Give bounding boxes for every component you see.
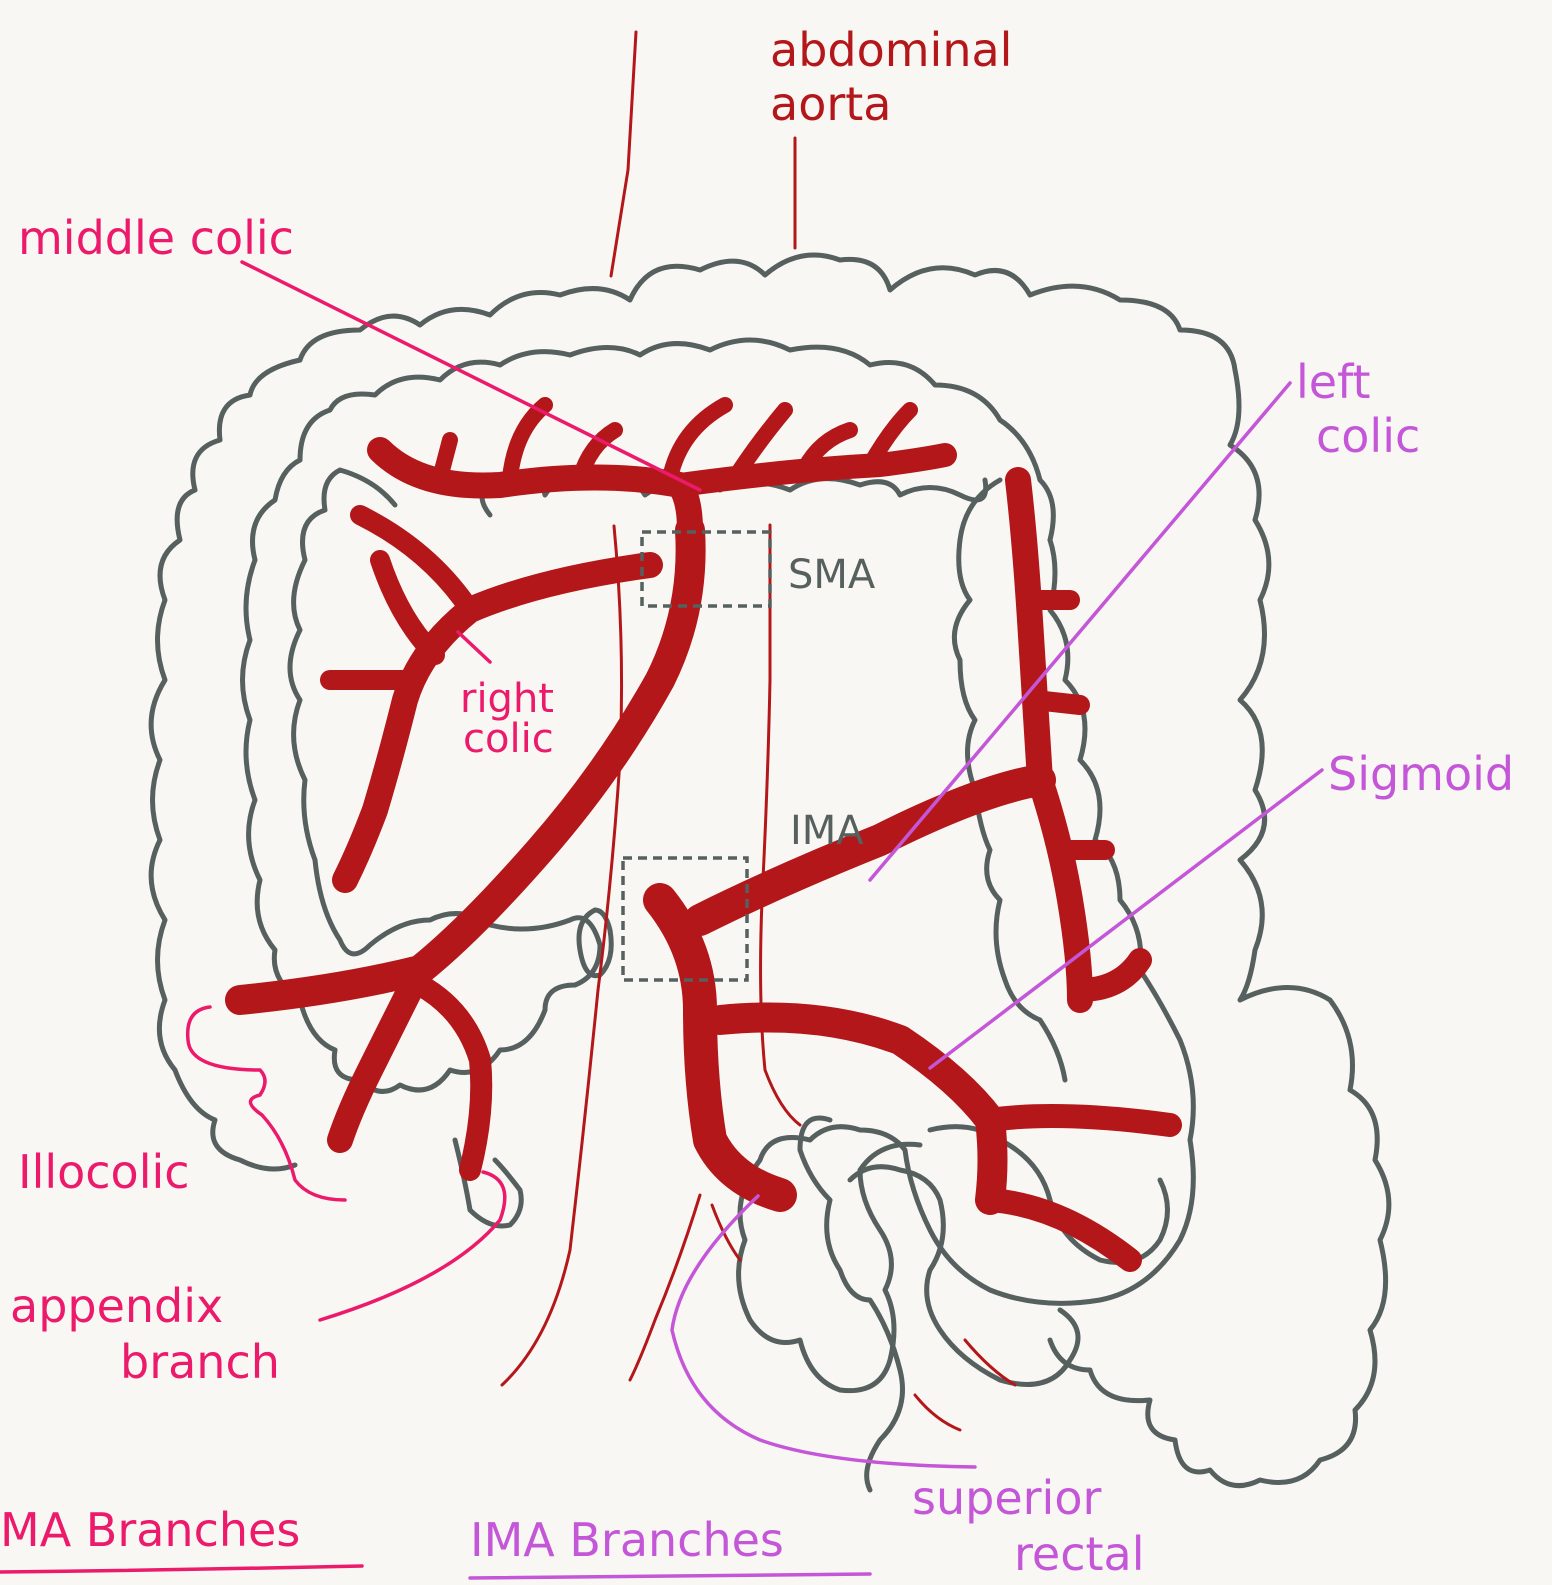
superior-rectal-thin-2 xyxy=(712,1205,740,1260)
heading-sma-branches: MA Branches xyxy=(0,1503,300,1557)
superior-rectal-thin-1 xyxy=(630,1195,700,1380)
label-superior-rectal-line2: rectal xyxy=(1014,1527,1145,1581)
superior-rectal-thin-4 xyxy=(915,1395,960,1430)
sigmoid-branch-lower xyxy=(990,1200,1130,1260)
appendix-leader xyxy=(320,1172,505,1320)
thin-vessels xyxy=(502,32,1015,1430)
label-abdominal-aorta-line2: aorta xyxy=(770,77,891,131)
ima-branches-underline xyxy=(470,1574,870,1578)
label-sigmoid: Sigmoid xyxy=(1328,747,1514,801)
superior-rectal-leader xyxy=(672,1196,975,1467)
sigmoid-branch-upper xyxy=(990,1116,1170,1125)
aorta-line-upper xyxy=(611,32,636,276)
sma-branches-underline xyxy=(0,1566,362,1572)
vasa-recta-2 xyxy=(510,405,545,478)
label-abdominal-aorta-line1: abdominal xyxy=(770,23,1012,77)
label-sma: SMA xyxy=(788,552,876,598)
label-appendix-line1: appendix xyxy=(10,1279,223,1333)
label-ima: IMA xyxy=(790,808,864,854)
left-colic-ascending xyxy=(1018,480,1040,780)
label-appendix-line2: branch xyxy=(120,1335,280,1389)
label-right-colic-line2: colic xyxy=(463,716,554,762)
label-ileocolic: Illocolic xyxy=(18,1145,190,1199)
vasa-recta-5 xyxy=(740,410,785,470)
label-superior-rectal-line1: superior xyxy=(912,1471,1101,1525)
label-middle-colic: middle colic xyxy=(18,211,294,265)
vasa-recta-1 xyxy=(440,440,450,478)
right-colic-mid-branch xyxy=(380,560,435,655)
heading-ima-branches: IMA Branches xyxy=(470,1513,784,1567)
left-colic-branch-2 xyxy=(1035,700,1080,705)
sigmoid-loop-2 xyxy=(800,1118,903,1490)
labels: abdominal aorta middle colic right colic… xyxy=(0,23,1514,1581)
vasa-recta-4 xyxy=(670,405,725,478)
ileocolic-bracket xyxy=(188,1007,345,1200)
label-left-colic-line1: left xyxy=(1296,355,1371,409)
aorta-left-line xyxy=(502,526,622,1385)
label-left-colic-line2: colic xyxy=(1316,409,1420,463)
right-colic-leader xyxy=(458,632,490,662)
sigmoid-loop-4 xyxy=(930,1127,1168,1263)
appendicular-artery xyxy=(420,985,481,1170)
